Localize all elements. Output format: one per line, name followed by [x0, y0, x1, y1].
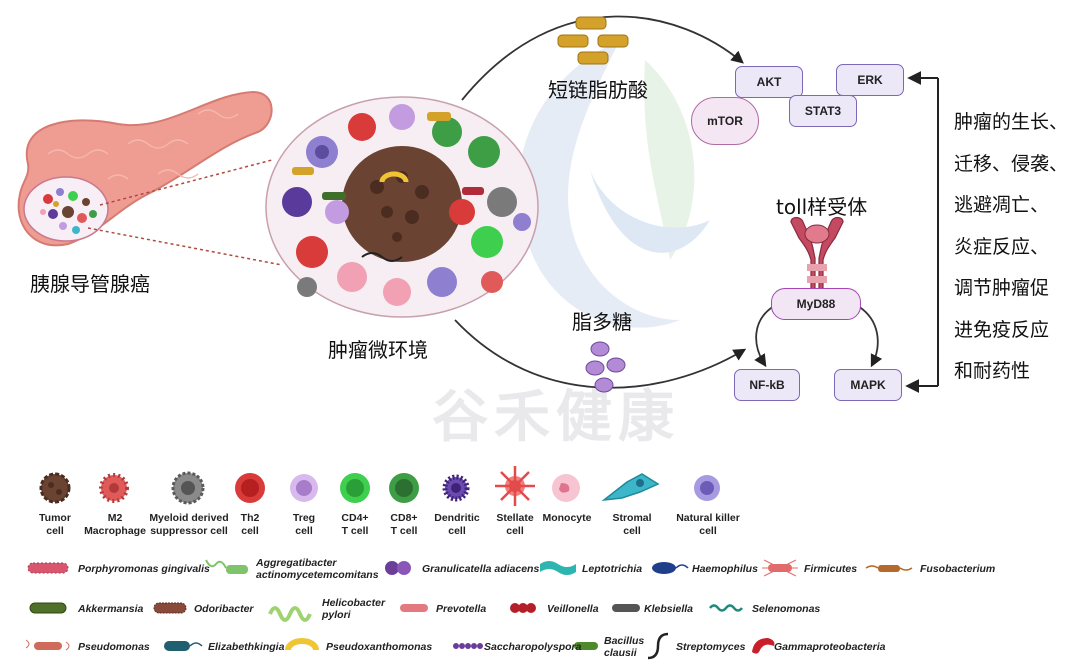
effects-line: 和耐药性 — [954, 360, 1031, 382]
effects-line: 调节肿瘤促 — [954, 277, 1050, 299]
bacteria-legend-label: Haemophilus — [692, 563, 758, 575]
effects-line: 迁移、侵袭、 — [954, 152, 1069, 175]
bacteria-legend-label: Streptomyces — [676, 641, 746, 653]
cell-legend-label: Stellate cell — [496, 512, 534, 537]
bacteria-legend-label: Helicobacter pylori — [322, 597, 386, 621]
cell-legend-label: Myeloid derived suppressor cell — [149, 512, 229, 537]
effects-line: 炎症反应、 — [954, 235, 1050, 258]
bacteria-legend-label: Saccharopolyspora — [484, 641, 582, 653]
erk-node: ERK — [836, 64, 904, 96]
effects-line: 进免疫反应 — [954, 318, 1050, 341]
bacteria-legend-label: Bacillus clausii — [604, 635, 645, 659]
scfa-molecules — [557, 16, 629, 65]
tumor-microenvironment — [265, 96, 539, 318]
mapk-node: MAPK — [834, 369, 902, 401]
cell-legend-label: M2 Macrophage — [84, 512, 146, 537]
tme-label: 肿瘤微环境 — [328, 338, 428, 362]
lps-label: 脂多糖 — [572, 310, 632, 334]
bacteria-legend-label: Leptotrichia — [582, 563, 643, 575]
cell-legend-label: Treg cell — [292, 512, 316, 537]
lps-molecules — [585, 341, 626, 393]
tlr-label: toll样受体 — [776, 195, 868, 219]
bacteria-legend-label: Aggregatibacter actinomycetemcomitans — [256, 557, 379, 581]
mtor-node: mTOR — [691, 97, 759, 145]
bacteria-legend-label: Elizabethkingia — [208, 641, 285, 653]
bacteria-legend-label: Porphyromonas gingivalis — [78, 563, 210, 575]
cell-legend-label: Tumor cell — [39, 512, 71, 537]
effects-list: 肿瘤的生长、 迁移、侵袭、 逃避凋亡、 炎症反应、 调节肿瘤促 进免疫反应 和耐… — [954, 102, 1068, 393]
scfa-label: 短链脂肪酸 — [548, 78, 648, 102]
pancreas-label: 胰腺导管腺癌 — [30, 272, 150, 296]
bacteria-legend-label: Veillonella — [547, 603, 599, 615]
bacteria-legend-label: Klebsiella — [644, 603, 694, 615]
effects-line: 逃避凋亡、 — [954, 194, 1050, 216]
nfkb-node: NF-kB — [734, 369, 800, 401]
watermark-text: 谷禾健康 — [432, 385, 680, 450]
effects-line: 肿瘤的生长、 — [954, 111, 1069, 133]
myd88-node: MyD88 — [771, 288, 861, 320]
bacteria-legend-label: Pseudomonas — [78, 641, 150, 653]
cell-legend-label: CD8+ T cell — [390, 512, 418, 537]
bacteria-legend-label: Selenomonas — [752, 603, 821, 615]
tlr-receptor — [790, 216, 844, 291]
pancreas-illustration — [17, 90, 273, 247]
cell-legend-label: CD4+ T cell — [341, 512, 369, 537]
bacteria-legend-label: Firmicutes — [804, 563, 858, 575]
cell-legend-label: Dendritic cell — [434, 512, 480, 537]
bacteria-legend-label: Odoribacter — [194, 603, 254, 615]
cell-legend-icons — [39, 466, 720, 506]
cell-legend-label: Natural killer cell — [676, 512, 740, 537]
bacteria-legend-label: Pseudoxanthomonas — [326, 641, 433, 653]
bacteria-legend-label: Prevotella — [436, 603, 487, 615]
cell-legend-label: Monocyte — [542, 512, 592, 524]
bacteria-legend-label: Fusobacterium — [920, 563, 996, 575]
cell-legend-label: Th2 cell — [240, 512, 260, 537]
bacteria-legend-icons — [25, 559, 913, 660]
akt-node: AKT — [735, 66, 803, 98]
watermark-logo — [518, 40, 710, 328]
bacteria-legend-label: Granulicatella adiacens — [422, 563, 540, 575]
bacteria-legend-label: Gammaproteobacteria — [774, 641, 886, 653]
cell-legend-label: Stromal cell — [612, 512, 652, 537]
stat3-node: STAT3 — [789, 95, 857, 127]
bacteria-legend-label: Akkermansia — [78, 603, 144, 615]
